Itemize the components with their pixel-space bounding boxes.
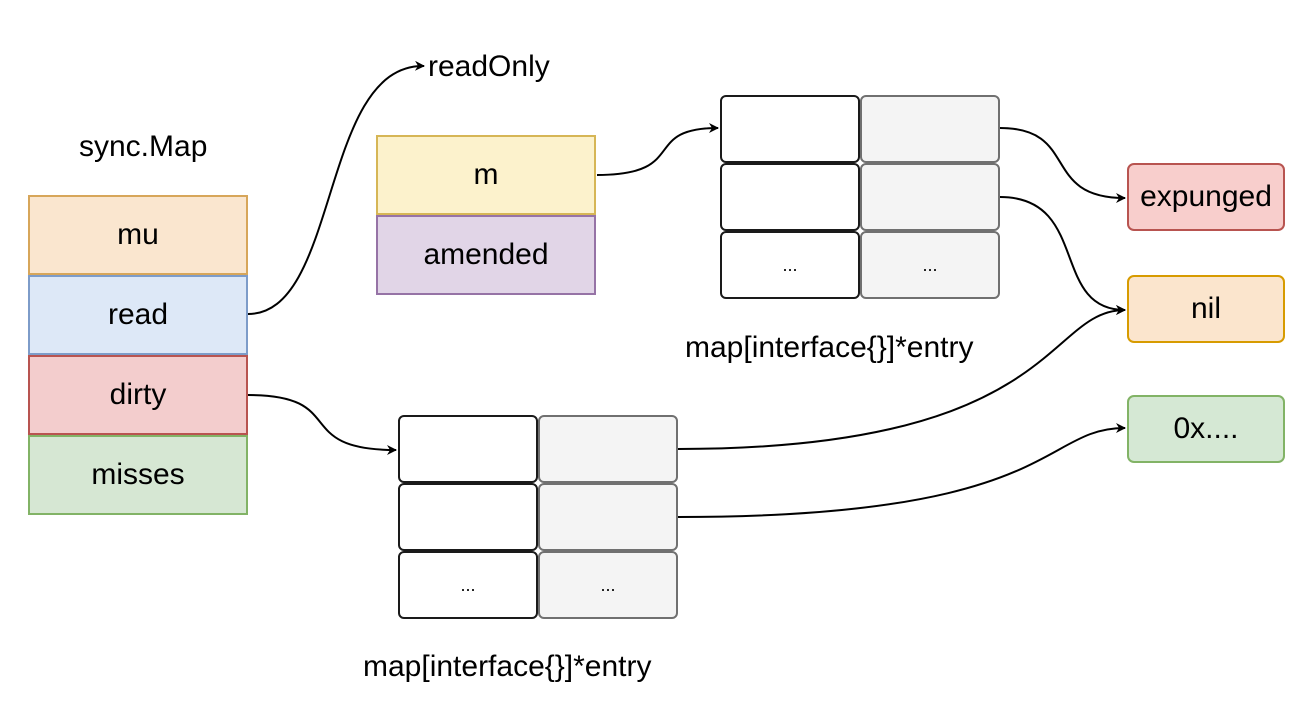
read-map-value-cell [860, 163, 1000, 231]
target-pointer: 0x.... [1127, 395, 1285, 463]
syncmap-field-dirty: dirty [28, 355, 248, 435]
read-map-value-cell [860, 95, 1000, 163]
arrow-dirty-to-dirty-map [247, 394, 397, 455]
arrow-read-map-row1-to-expunged [999, 127, 1126, 203]
read-map-key-cell [720, 95, 860, 163]
dirty-map-label: map[interface{}]*entry [363, 650, 652, 683]
syncmap-field-mu: mu [28, 195, 248, 275]
dirty-map-key-cell: ... [398, 551, 538, 619]
read-map-value-cell: ... [860, 231, 1000, 299]
arrow-dirty-map-row1-to-nil [677, 305, 1126, 450]
arrow-read-map-row2-to-nil [999, 196, 1126, 315]
arrow-read-to-readonly [247, 60, 425, 315]
dirty-map-value-cell [538, 483, 678, 551]
arrow-dirty-map-row2-to-0x [677, 423, 1126, 518]
dirty-map-value-cell: ... [538, 551, 678, 619]
syncmap-title: sync.Map [79, 130, 208, 163]
target-expunged: expunged [1127, 163, 1285, 231]
dirty-map-key-cell [398, 415, 538, 483]
read-map-label: map[interface{}]*entry [685, 331, 974, 364]
dirty-map-value-cell [538, 415, 678, 483]
readonly-field-amended: amended [376, 215, 596, 295]
syncmap-field-read: read [28, 275, 248, 355]
dirty-map-key-cell [398, 483, 538, 551]
read-map-key-cell [720, 163, 860, 231]
arrow-m-to-read-map [596, 123, 719, 176]
readonly-title: readOnly [428, 50, 550, 83]
readonly-field-m: m [376, 135, 596, 215]
target-nil: nil [1127, 275, 1285, 343]
read-map-key-cell: ... [720, 231, 860, 299]
syncmap-field-misses: misses [28, 435, 248, 515]
